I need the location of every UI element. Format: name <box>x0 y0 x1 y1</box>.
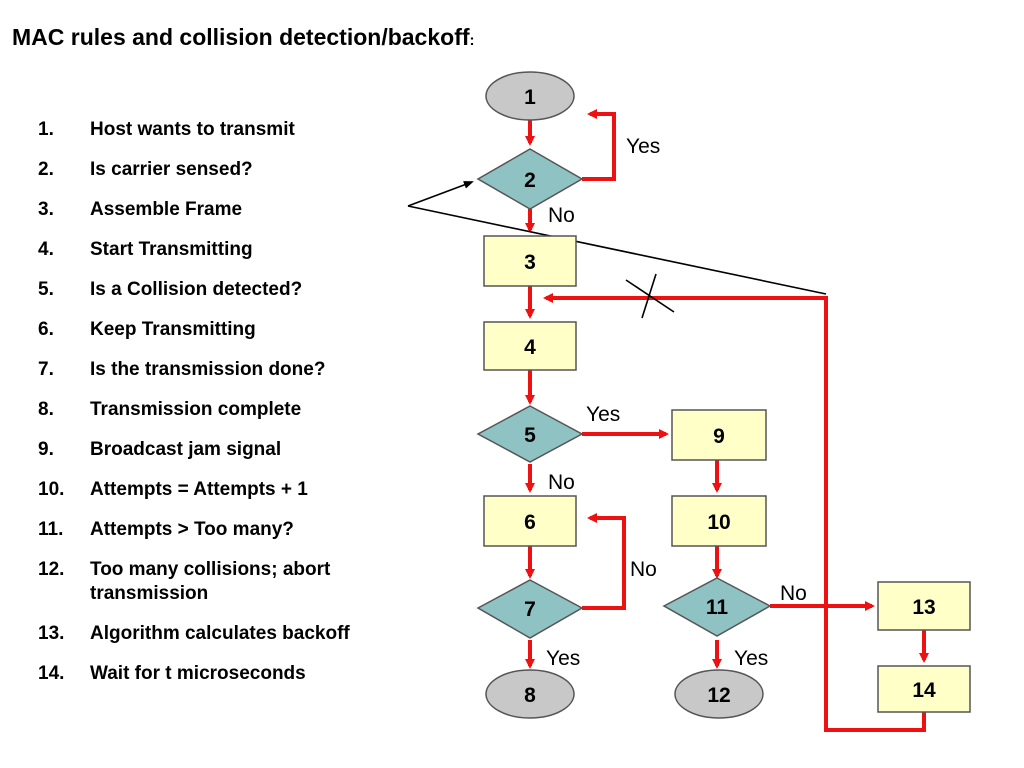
node-10-label: 10 <box>707 511 730 534</box>
node-12: 12 <box>674 669 764 719</box>
step-text: Attempts > Too many? <box>90 519 294 540</box>
cross-mark-a <box>625 279 675 313</box>
connectors <box>525 109 929 732</box>
edge-14-return-4 <box>543 293 926 732</box>
edge-label-5-no: No <box>548 471 575 494</box>
step-number: 3. <box>38 199 54 220</box>
step-number: 10. <box>38 479 65 500</box>
step-number: 5. <box>38 279 54 300</box>
cross-mark-b <box>641 273 657 319</box>
step-text: Is the transmission done? <box>90 359 326 380</box>
step-text: Host wants to transmit <box>90 119 295 140</box>
node-13: 13 <box>877 581 971 631</box>
title-colon: : <box>469 32 475 49</box>
step-number: 12. <box>38 559 65 580</box>
node-9-label: 9 <box>713 425 725 448</box>
step-item: 7. Is the transmission done? <box>38 358 418 382</box>
annotation-lines <box>407 181 827 319</box>
node-1: 1 <box>485 71 575 121</box>
step-text: Wait for t microseconds <box>90 663 306 684</box>
node-6: 6 <box>483 495 577 547</box>
step-text: Transmission complete <box>90 399 302 420</box>
node-7: 7 <box>476 579 584 639</box>
edge-label-7-no: No <box>630 558 657 581</box>
edge-label-7-yes: Yes <box>546 647 580 670</box>
edge-label-5-yes: Yes <box>586 403 620 426</box>
step-number: 14. <box>38 663 65 684</box>
node-7-label: 7 <box>524 598 536 621</box>
node-10: 10 <box>671 495 767 547</box>
step-number: 13. <box>38 623 65 644</box>
step-number: 4. <box>38 239 54 260</box>
edge-label-11-yes: Yes <box>734 647 768 670</box>
step-number: 9. <box>38 439 54 460</box>
step-text: Start Transmitting <box>90 239 253 260</box>
step-text: Keep Transmitting <box>90 319 256 340</box>
step-text: Broadcast jam signal <box>90 439 282 460</box>
node-4: 4 <box>483 321 577 371</box>
edge-label-11-no: No <box>780 582 807 605</box>
annotation-pointer-up <box>407 181 474 207</box>
node-13-label: 13 <box>912 596 935 619</box>
step-text: Attempts = Attempts + 1 <box>90 479 308 500</box>
edge-label-2-yes: Yes <box>626 135 660 158</box>
step-item: 8. Transmission complete <box>38 398 418 422</box>
node-3: 3 <box>483 235 577 287</box>
node-2-label: 2 <box>524 169 536 192</box>
step-number: 8. <box>38 399 54 420</box>
step-text: Too many collisions; abort transmission <box>90 559 331 604</box>
node-14-label: 14 <box>912 679 936 702</box>
step-text: Is a Collision detected? <box>90 279 303 300</box>
edge-7-no-loop <box>582 513 626 610</box>
step-item: 1. Host wants to transmit <box>38 118 418 142</box>
node-11-label: 11 <box>706 596 729 619</box>
step-item: 9. Broadcast jam signal <box>38 438 418 462</box>
node-14: 14 <box>877 665 971 713</box>
step-number: 11. <box>38 519 64 540</box>
step-text: Assemble Frame <box>90 199 243 220</box>
node-2: 2 <box>476 148 584 210</box>
step-number: 2. <box>38 159 54 180</box>
step-text: Is carrier sensed? <box>90 159 253 180</box>
step-item: 5. Is a Collision detected? <box>38 278 418 302</box>
step-number: 7. <box>38 359 54 380</box>
node-5-label: 5 <box>524 424 536 447</box>
step-item: 10. Attempts = Attempts + 1 <box>38 478 418 502</box>
edge-2-yes-loop <box>582 109 616 181</box>
node-3-label: 3 <box>524 251 536 274</box>
edge-label-2-no: No <box>548 204 575 227</box>
node-8-label: 8 <box>524 684 536 707</box>
step-item: 13. Algorithm calculates backoff <box>38 622 418 646</box>
step-item: 14. Wait for t microseconds <box>38 662 418 686</box>
step-item: 12. Too many collisions; abort transmissi… <box>38 558 418 606</box>
step-item: 3. Assemble Frame <box>38 198 418 222</box>
step-item: 6. Keep Transmitting <box>38 318 418 342</box>
node-11: 11 <box>662 577 772 637</box>
page-title: MAC rules and collision detection/backof… <box>12 24 475 50</box>
node-9: 9 <box>671 409 767 461</box>
step-text: Algorithm calculates backoff <box>90 623 350 644</box>
node-12-label: 12 <box>707 684 730 707</box>
annotation-pointer-down <box>407 205 827 295</box>
node-5: 5 <box>476 405 584 463</box>
steps-list: 1. Host wants to transmit 2. Is carrier se… <box>38 118 418 702</box>
node-6-label: 6 <box>524 511 536 534</box>
step-item: 2. Is carrier sensed? <box>38 158 418 182</box>
step-number: 6. <box>38 319 54 340</box>
step-number: 1. <box>38 119 54 140</box>
node-1-label: 1 <box>524 86 536 109</box>
step-item: 4. Start Transmitting <box>38 238 418 262</box>
node-4-label: 4 <box>524 336 536 359</box>
step-item: 11. Attempts > Too many? <box>38 518 418 542</box>
node-8: 8 <box>485 669 575 719</box>
